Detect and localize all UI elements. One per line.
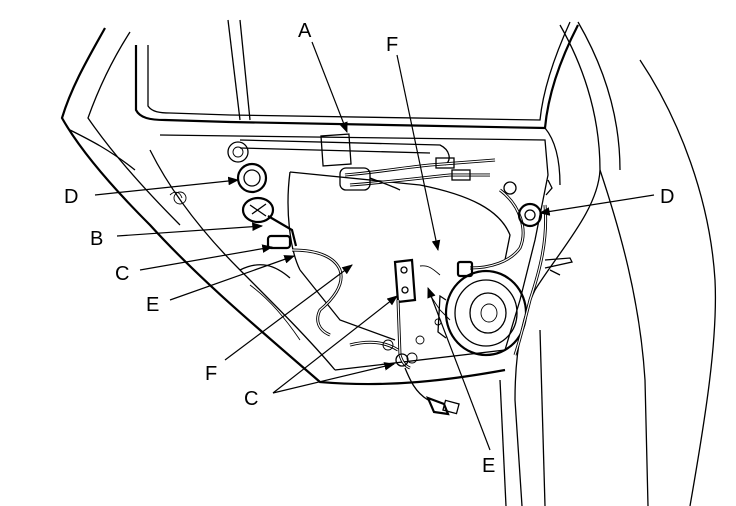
left-components [227,141,298,250]
callout-labels: A F D D B C E F C E [64,20,674,477]
callout-F-top: F [386,34,398,56]
callout-C-left: C [115,263,129,285]
door-shell [60,19,579,386]
callout-D-right: D [660,186,674,208]
left-harness [291,248,343,337]
top-harness [339,157,496,191]
speaker [437,269,528,357]
lower-harness [349,299,460,416]
callout-A: A [298,20,312,42]
callout-C-bottom: C [244,388,258,410]
callout-B: B [90,228,103,250]
callout-D-left: D [64,186,78,208]
callout-E-bottom: E [482,455,495,477]
center-bracket [393,258,417,304]
callout-E-left: E [146,294,159,316]
callout-F-left: F [205,363,217,385]
callout-leaders [94,41,655,451]
panel-holes [382,265,451,364]
inner-panel [149,134,549,371]
right-harness [456,179,573,356]
right-pillar [499,21,717,506]
